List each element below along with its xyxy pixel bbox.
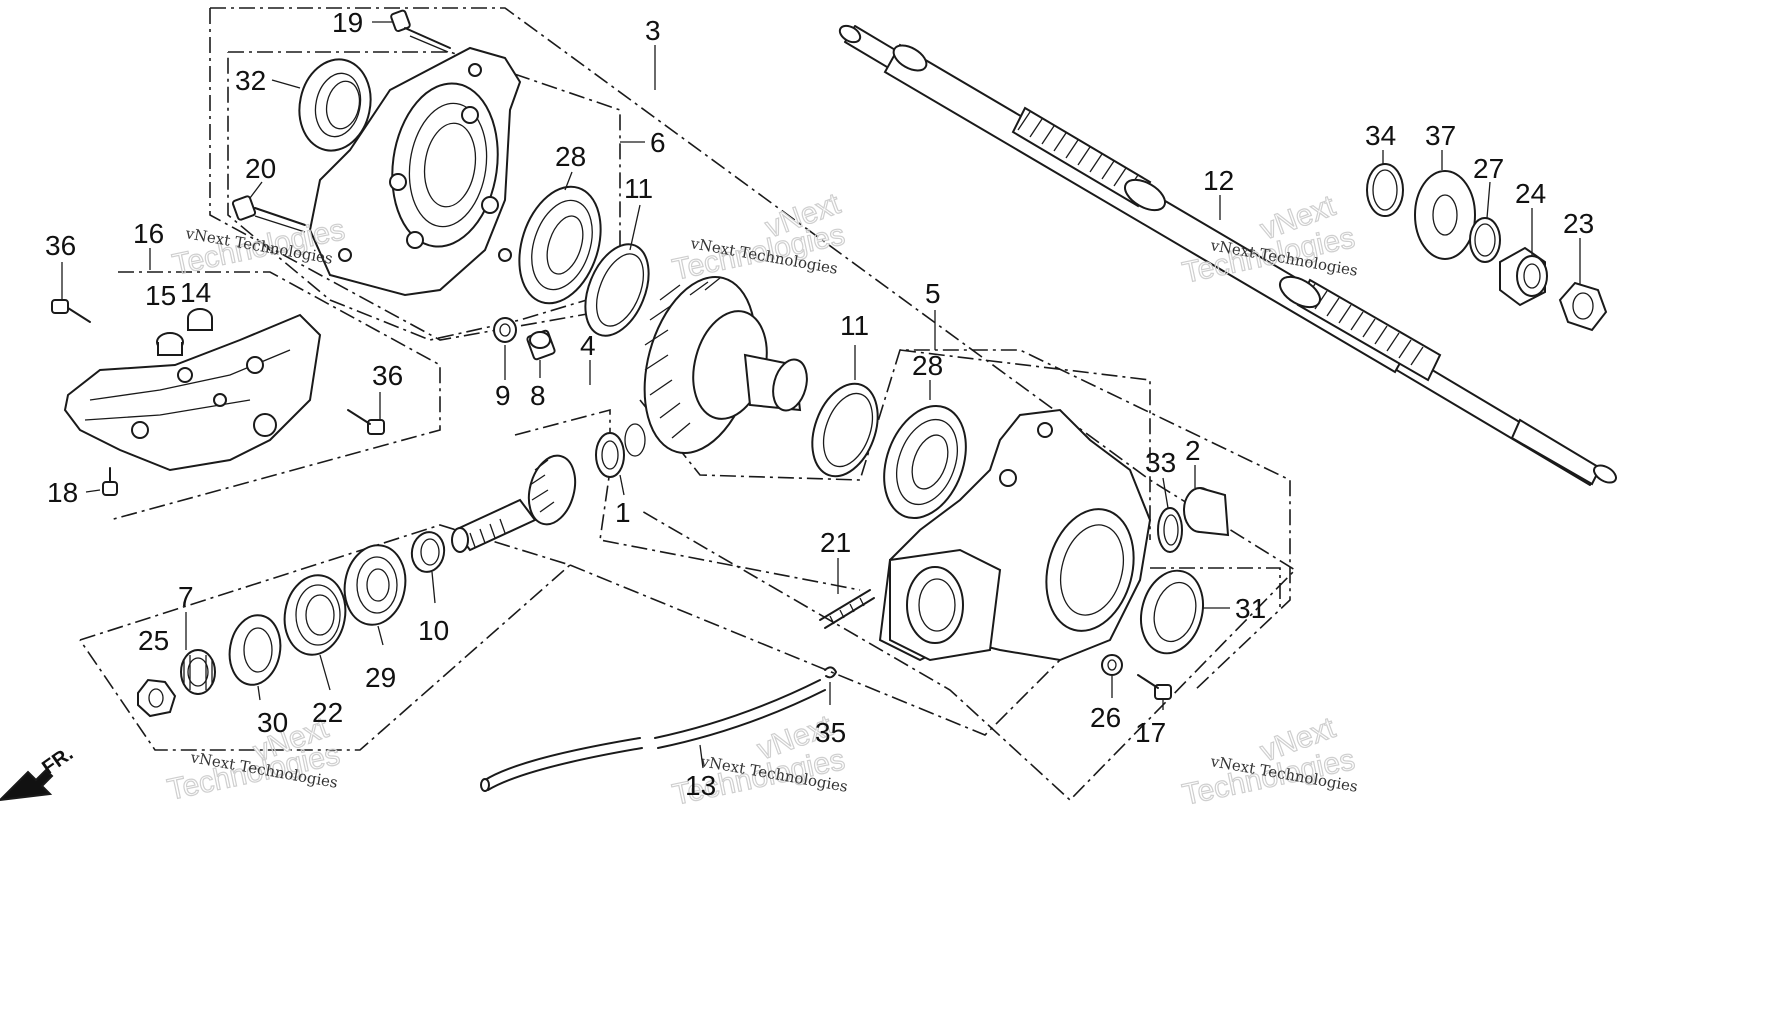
- gear-case: [878, 408, 1152, 662]
- callout-13: 13: [685, 770, 716, 801]
- bolt-36-right: [347, 409, 385, 435]
- callout-1: 1: [615, 497, 631, 528]
- callout-16: 16: [133, 218, 164, 249]
- final-drive-guard-16: [63, 313, 322, 472]
- callout-17: 17: [1135, 717, 1166, 748]
- frame-3: [210, 7, 1297, 802]
- frame-16: [109, 271, 441, 521]
- callout-11: 11: [624, 173, 653, 204]
- callout-23: 23: [1563, 208, 1594, 239]
- frame-case: [569, 564, 1121, 736]
- nut-23: [1558, 281, 1608, 332]
- callout-5: 5: [925, 278, 941, 309]
- bolt-19: [390, 9, 451, 53]
- callout-33: 33: [1145, 447, 1176, 478]
- washer-37: [1414, 170, 1476, 260]
- callout-10: 10: [418, 615, 449, 646]
- callout-20: 20: [245, 153, 276, 184]
- shim-11-lower: [811, 382, 879, 478]
- callout-34: 34: [1365, 120, 1396, 151]
- bolt-20: [231, 195, 306, 233]
- bolt-36-left: [51, 299, 91, 323]
- bearing-29: [343, 544, 407, 626]
- pinion-gear: [451, 454, 577, 553]
- callout-6: 6: [650, 127, 666, 158]
- callout-9: 9: [495, 380, 511, 411]
- clip-35: [824, 666, 837, 679]
- callout-26: 26: [1090, 702, 1121, 733]
- callout-14: 14: [180, 277, 211, 308]
- callout-3: 3: [645, 15, 661, 46]
- breather-tube-13: [480, 679, 826, 792]
- callout-21: 21: [820, 527, 851, 558]
- axle-shaft: [838, 24, 1617, 486]
- oil-seal-31: [1140, 569, 1204, 655]
- frame-3-left: [209, 8, 611, 341]
- callout-36: 36: [45, 230, 76, 261]
- callout-7: 7: [178, 581, 194, 612]
- callout-labels: 19 3 32 6 28 11 20 36 16 15 14 36 18 9 8…: [45, 7, 1594, 801]
- callout-30: 30: [257, 707, 288, 738]
- bolt-18: [102, 467, 118, 496]
- callout-8: 8: [530, 380, 546, 411]
- callout-32: 32: [235, 65, 266, 96]
- needle-bearing-1: [595, 423, 646, 478]
- bearing-race-22: [283, 574, 347, 656]
- cap-14: [187, 308, 213, 331]
- cap-15: [156, 332, 184, 356]
- final-drive-cover: [308, 46, 522, 297]
- callout-28: 28: [555, 141, 586, 172]
- washer-9: [493, 317, 517, 343]
- leader-lines: [61, 21, 1581, 769]
- stud-21: [819, 589, 875, 629]
- shim-10: [410, 531, 446, 573]
- callout-18: 18: [47, 477, 78, 508]
- callout-27: 27: [1473, 153, 1504, 184]
- pinion-nut-25: [137, 678, 177, 718]
- shim-11-upper: [584, 243, 650, 337]
- washer-26: [1101, 654, 1123, 676]
- frame-31: [1150, 567, 1281, 610]
- callout-35: 35: [815, 717, 846, 748]
- ring-gear: [643, 276, 808, 454]
- callout-37: 37: [1425, 120, 1456, 151]
- oring-33: [1157, 507, 1183, 553]
- callout-11: 11: [840, 310, 869, 341]
- lock-ring-30: [228, 614, 282, 686]
- callout-19: 19: [332, 7, 363, 38]
- callout-29: 29: [365, 662, 396, 693]
- axle-nut-stack: [1366, 163, 1608, 332]
- plug-8: [526, 329, 556, 361]
- oil-seal-32: [298, 58, 372, 152]
- callout-12: 12: [1203, 165, 1234, 196]
- spline-collar-7: [180, 649, 216, 695]
- frame-ring-gear: [639, 349, 1291, 691]
- callout-36: 36: [372, 360, 403, 391]
- callout-31: 31: [1235, 593, 1266, 624]
- callout-24: 24: [1515, 178, 1546, 209]
- callout-15: 15: [145, 280, 176, 311]
- callout-2: 2: [1185, 435, 1201, 466]
- callout-25: 25: [138, 625, 169, 656]
- frame-5: [899, 349, 1151, 540]
- callout-28: 28: [912, 350, 943, 381]
- bolt-17: [1137, 674, 1172, 700]
- callout-22: 22: [312, 697, 343, 728]
- bearing-28-lower: [883, 404, 967, 520]
- frame-pinion-bearings: [79, 524, 572, 751]
- front-arrow-icon: FR.: [0, 743, 77, 802]
- cap-2: [1183, 487, 1230, 537]
- bearing-28-upper: [518, 185, 602, 305]
- callout-4: 4: [580, 330, 596, 361]
